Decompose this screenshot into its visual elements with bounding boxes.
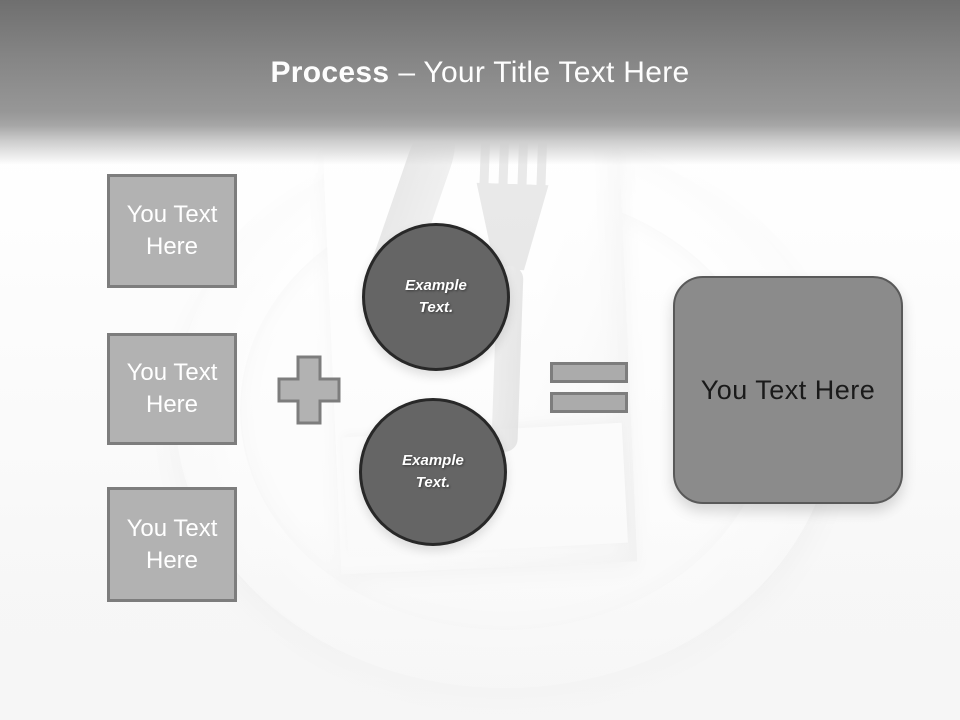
step-circle-1: Example Text. [362, 223, 510, 371]
input-box-3-label: You Text Here [126, 514, 218, 574]
equals-bar-top [550, 362, 628, 383]
input-box-3: You Text Here [107, 487, 237, 602]
result-box-label: You Text Here [700, 374, 876, 405]
step-circle-1-label: Example Text. [405, 277, 467, 316]
plus-icon [277, 355, 341, 425]
step-circle-2: Example Text. [359, 398, 507, 546]
title-emphasis: Process [270, 56, 390, 89]
equals-bar-bottom [550, 392, 628, 413]
result-box: You Text Here [673, 276, 903, 504]
header-band [0, 0, 960, 165]
equals-icon [550, 362, 628, 413]
page-title: Process– Your Title Text Here [0, 56, 960, 90]
title-rest: – Your Title Text Here [398, 56, 690, 89]
input-box-2-label: You Text Here [126, 359, 218, 418]
input-box-1-label: You Text Here [126, 201, 218, 260]
input-box-1: You Text Here [107, 174, 237, 288]
input-box-2: You Text Here [107, 333, 237, 445]
step-circle-2-label: Example Text. [402, 452, 464, 491]
